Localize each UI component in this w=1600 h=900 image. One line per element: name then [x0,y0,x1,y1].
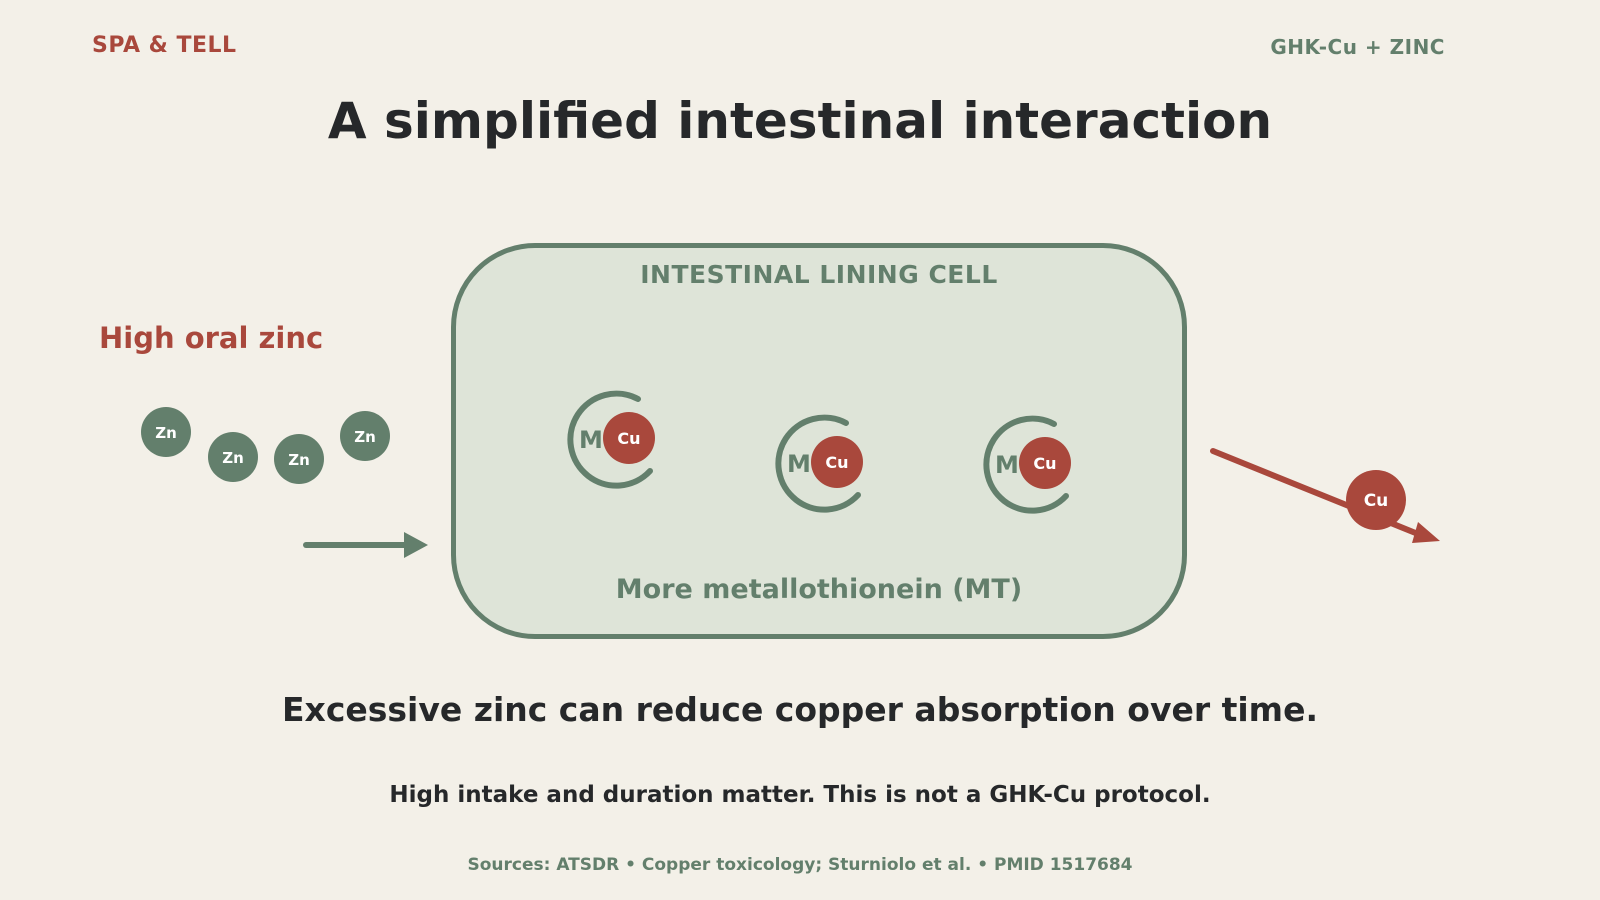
metallothionein-label: More metallothionein (MT) [615,574,1023,605]
high-oral-zinc-label: High oral zinc [99,321,324,355]
intestinal-cell-label: INTESTINAL LINING CELL [640,260,998,289]
metallothionein-copper-complex: M Cu [983,415,1071,514]
metallothionein-copper-complex: M Cu [775,414,863,513]
slide-title: A simplified intestinal interaction [327,92,1273,150]
metallothionein-copper-complex: M Cu [567,390,655,489]
zinc-ion: Zn [141,407,191,457]
copper-ion-label: Cu [1033,454,1056,473]
mt-label: M [579,426,603,454]
mt-label: M [995,451,1019,479]
sources-citation: Sources: ATSDR • Copper toxicology; Stur… [467,855,1133,875]
copper-ion-label: Cu [1364,491,1389,511]
copper-ion: Cu [1346,470,1406,530]
zinc-ion: Zn [208,432,258,482]
zinc-ion-label: Zn [222,449,244,467]
zinc-ion-label: Zn [155,424,177,442]
zinc-ion: Zn [340,411,390,461]
mt-label: M [787,450,811,478]
zinc-entry-arrow [303,532,428,558]
zinc-ion-label: Zn [288,451,310,469]
intestinal-cell [451,243,1187,639]
topic-label: GHK-Cu + ZINC [1270,35,1445,59]
copper-ion-label: Cu [617,429,640,448]
copper-loss-arrow [1210,448,1440,543]
headline: Excessive zinc can reduce copper absorpt… [281,690,1318,729]
copper-ion-label: Cu [825,453,848,472]
zinc-ion-label: Zn [354,428,376,446]
subline: High intake and duration matter. This is… [389,782,1211,808]
brand-label: SPA & TELL [92,33,237,58]
zinc-ion: Zn [274,434,324,484]
